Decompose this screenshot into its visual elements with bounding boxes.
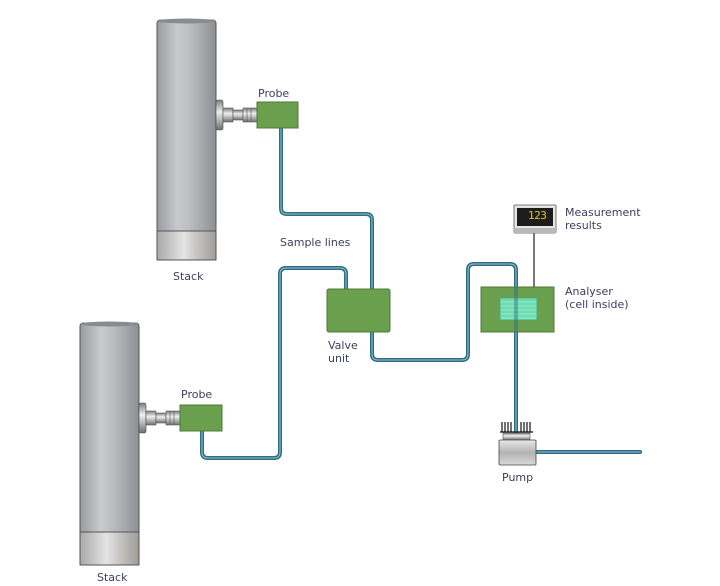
valve-unit: [326, 288, 391, 333]
analyser-label-line1: Analyser: [565, 285, 613, 298]
probe-top-fitting: [215, 99, 258, 131]
valve-unit-label-line1: Valve: [328, 339, 358, 352]
sample-lines: [200, 126, 642, 460]
measurement-display: [513, 204, 557, 234]
stack-bottom-label: Stack: [97, 571, 128, 584]
analyser-cell: [499, 297, 538, 321]
probe-top-label: Probe: [258, 87, 290, 100]
sample-line-valve-to-analyser: [370, 262, 518, 442]
valve-unit-label-line2: unit: [328, 352, 350, 365]
sample-line-probe-bottom-to-valve: [200, 266, 348, 460]
probe-bottom: [179, 404, 223, 432]
stack-bottom: [79, 321, 140, 566]
measurement-label-line1: Measurement: [565, 206, 641, 219]
pump: [498, 422, 537, 466]
display-value: 123: [528, 209, 547, 222]
analyser: [480, 286, 555, 333]
probe-bottom-label: Probe: [181, 388, 213, 401]
analyser-label-line2: (cell inside): [565, 298, 629, 311]
stack-top-label: Stack: [173, 270, 204, 283]
measurement-label-line2: results: [565, 219, 602, 232]
sample-lines-label: Sample lines: [280, 236, 351, 249]
pump-cooling-fins: [500, 422, 533, 433]
pump-label: Pump: [502, 471, 534, 484]
stack-top: [156, 18, 217, 261]
sample-line-probe-top-to-valve: [279, 126, 374, 292]
probe-top: [256, 101, 299, 129]
probe-bottom-fitting: [138, 402, 181, 434]
